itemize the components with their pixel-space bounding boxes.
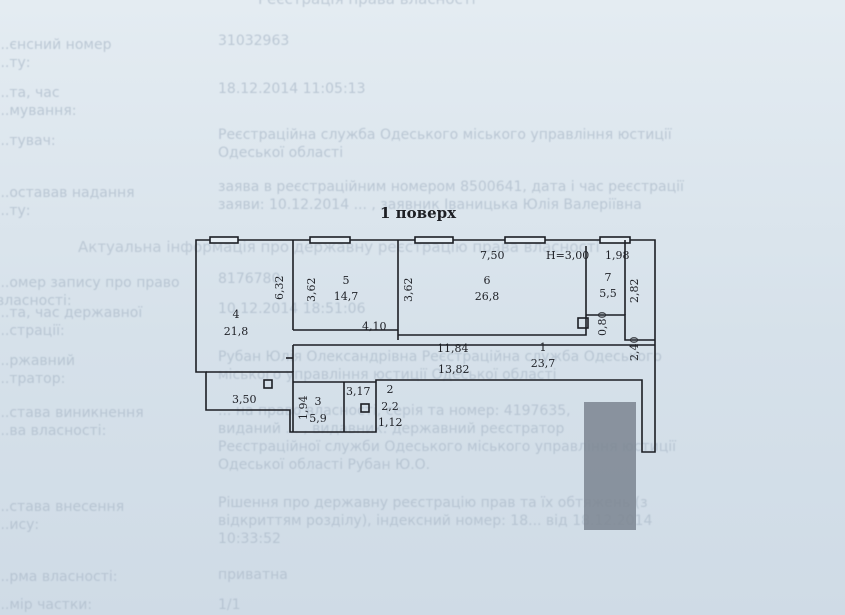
background-value: ... на право власності, серія та номер: … xyxy=(218,403,677,473)
room-area: 21,8 xyxy=(224,325,249,338)
background-value: заява в реєстраційним номером 8500641, д… xyxy=(218,179,684,213)
background-heading-actual: Актуальна інформація про державну реєстр… xyxy=(78,238,600,256)
background-value: 31032963 xyxy=(218,33,290,49)
background-value: Рубан Юлія Олександрівна Реєстраційна сл… xyxy=(218,349,662,383)
background-value: 1/1 xyxy=(218,597,241,613)
room-area: 5,9 xyxy=(309,412,327,425)
room-number: 7 xyxy=(605,271,612,284)
dimension-label: 1,98 xyxy=(605,249,630,262)
ceiling-height-label: Н=3,00 xyxy=(546,249,589,262)
room-number: 2 xyxy=(387,383,394,396)
window xyxy=(414,236,454,244)
room-number: 1 xyxy=(540,341,547,354)
window xyxy=(209,236,239,244)
background-label: ...єнсний номер ...ту: xyxy=(0,37,112,71)
floor-title: 1 поверх xyxy=(380,204,457,222)
background-label: ...става внесення ...ису: xyxy=(0,499,125,533)
background-value: 8176780 xyxy=(218,271,281,287)
background-heading-top: Реєстрація права власності xyxy=(258,0,476,8)
background-label: ...рма власності: xyxy=(0,569,118,585)
room-number: 3 xyxy=(315,395,322,408)
room-number: 4 xyxy=(233,308,240,321)
dimension-label: 7,50 xyxy=(480,249,505,262)
background-label: ...оставав надання ...ту: xyxy=(0,185,135,219)
background-label: ...та, час ...мування: xyxy=(0,85,77,119)
dimension-label: 4,10 xyxy=(362,320,387,333)
window xyxy=(309,236,351,244)
room-area: 26,8 xyxy=(475,290,500,303)
dimension-label: 3,62 xyxy=(402,278,415,303)
dimension-label: 6,32 xyxy=(273,276,286,301)
background-value: приватна xyxy=(218,567,288,583)
inner-wall xyxy=(586,314,655,341)
redaction-block xyxy=(584,402,636,530)
background-label: ...та, час державної ...страції: xyxy=(0,305,143,339)
background-label: ...омер запису про право власності: xyxy=(0,275,180,309)
dimension-label: 1,12 xyxy=(378,416,403,429)
room-number: 5 xyxy=(343,274,350,287)
room-area: 23,7 xyxy=(531,357,556,370)
room-number: 6 xyxy=(484,274,491,287)
dimension-label: 1,94 xyxy=(297,396,310,421)
dimension-label: 0,80 xyxy=(596,312,609,337)
window xyxy=(599,236,631,244)
fixture xyxy=(360,403,370,413)
room-area: 14,7 xyxy=(334,290,359,303)
background-value: 10.12.2014 18:51:06 xyxy=(218,301,366,317)
background-label: ...мір частки: xyxy=(0,597,93,613)
background-value: 18.12.2014 11:05:13 xyxy=(218,81,366,97)
fixture xyxy=(577,317,589,329)
background-label: ...ржавний ...тратор: xyxy=(0,353,76,387)
dimension-label: 2,82 xyxy=(628,279,641,304)
fixture xyxy=(263,379,273,389)
window xyxy=(504,236,546,244)
background-label: ...тувач: xyxy=(0,133,56,149)
room-area: 2,2 xyxy=(381,400,399,413)
room-area: 5,5 xyxy=(599,287,617,300)
dimension-label: 3,50 xyxy=(232,393,257,406)
dimension-label: 3,62 xyxy=(305,278,318,303)
background-label: ...става виникнення ...ва власності: xyxy=(0,405,144,439)
dimension-label: 3,17 xyxy=(346,385,371,398)
inner-wall xyxy=(398,246,587,336)
dimension-label: 13,82 xyxy=(438,363,470,376)
dimension-label: 2,40 xyxy=(628,337,641,362)
background-value: Реєстраційна служба Одеського міського у… xyxy=(218,127,672,161)
dimension-label: 11,84 xyxy=(437,342,469,355)
